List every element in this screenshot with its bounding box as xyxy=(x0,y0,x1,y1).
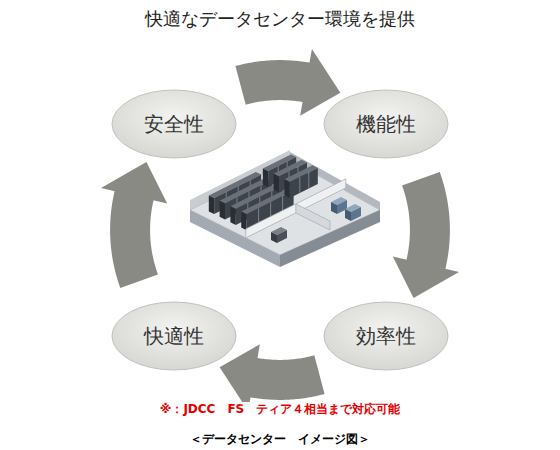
arrow-band xyxy=(130,194,139,281)
node-label: 効率性 xyxy=(356,323,416,349)
rack-row xyxy=(284,165,317,198)
ellipse-outline xyxy=(324,90,448,158)
title-bar: 快適なデータセンター環境を提供 xyxy=(0,7,560,31)
arrow-head xyxy=(393,257,459,299)
node-label: 安全性 xyxy=(144,111,204,137)
arrow-band xyxy=(253,375,320,380)
room-walls xyxy=(246,179,346,238)
cycle-arrow xyxy=(393,179,459,298)
server-racks xyxy=(209,154,318,230)
arrow-head xyxy=(101,162,167,204)
ellipse-node: 機能性 xyxy=(323,89,449,159)
ellipse-outline xyxy=(324,302,448,370)
ellipse-node: 快適性 xyxy=(111,301,237,371)
diagram-caption: ＜データセンター イメージ図＞ xyxy=(190,432,370,446)
diagram-title: 快適なデータセンター環境を提供 xyxy=(145,8,415,29)
cycle-arrow xyxy=(241,49,341,116)
equipment xyxy=(271,197,361,243)
ellipse-outline xyxy=(112,90,236,158)
ellipse-outline xyxy=(112,302,236,370)
floor-slab xyxy=(190,150,380,267)
node-label: 快適性 xyxy=(144,323,204,349)
caption-row: ＜データセンター イメージ図＞ xyxy=(0,428,560,448)
cabinet xyxy=(331,197,347,214)
ellipse-node: 効率性 xyxy=(323,301,449,371)
arrow-band xyxy=(421,179,430,266)
cabinet xyxy=(345,204,361,221)
note-text: ※：JDCC FS ティア４相当まで対応可能 xyxy=(156,402,405,416)
note-row: ※：JDCC FS ティア４相当まで対応可能 xyxy=(0,398,560,418)
cycle-arrow xyxy=(101,162,167,281)
node-label: 機能性 xyxy=(356,111,416,137)
arrow-band xyxy=(241,80,308,85)
ellipse-node: 安全性 xyxy=(111,89,237,159)
